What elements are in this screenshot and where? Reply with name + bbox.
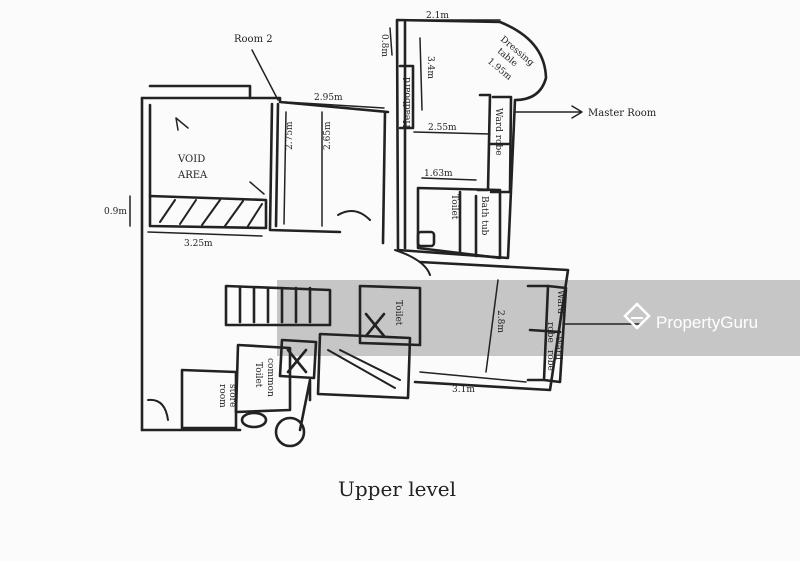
dim-2-8: 2.8m xyxy=(495,310,505,333)
dim-3-25: 3.25m xyxy=(184,239,213,249)
dim-3-1: 3.1m xyxy=(452,385,475,395)
wall-master-room xyxy=(395,18,548,260)
dim-2-55: 2.55m xyxy=(428,123,457,133)
watermark-text: PropertyGuru xyxy=(656,313,758,332)
dim-2-75: 2.75m xyxy=(285,121,295,150)
label-void-1: VOID xyxy=(177,154,205,165)
label-void-2: AREA xyxy=(177,170,208,181)
toilet-2 xyxy=(358,284,422,347)
caption-upper-level: Upper level xyxy=(338,477,456,501)
store-room xyxy=(180,368,238,430)
wall-room2-left xyxy=(268,102,342,234)
label-store-room-1: store xyxy=(227,384,237,407)
label-store-room-2: room xyxy=(217,384,227,408)
dim-0-9: 0.9m xyxy=(104,207,127,217)
master-bath xyxy=(416,186,502,260)
label-wardrobe-2-2: robe xyxy=(545,322,555,343)
watermark-logo-icon xyxy=(623,302,651,330)
dim-2-1: 2.1m xyxy=(426,11,449,21)
label-wardrobe-2-1: Ward xyxy=(555,290,565,314)
label-wardrobe-master: Ward robe xyxy=(493,108,503,156)
label-room-2: Room 2 xyxy=(234,34,273,45)
wall-room2-right xyxy=(381,110,387,245)
label-toilet-2: Toilet xyxy=(393,300,403,326)
label-common-toilet-2: Toilet xyxy=(253,362,263,388)
wall-top-left xyxy=(140,96,390,114)
wall-room3 xyxy=(413,260,570,392)
dim-2-95: 2.95m xyxy=(314,93,343,103)
label-headboard: Headboard xyxy=(403,77,413,128)
dim-3-4: 3.4m xyxy=(425,56,435,79)
label-bath-tub: Bath tub xyxy=(479,196,489,236)
label-wardrobe-2-3: Ward xyxy=(553,336,563,360)
label-common-toilet-1: common xyxy=(265,358,275,397)
label-toilet-master: Toilet xyxy=(449,194,459,220)
dim-1-63: 1.63m xyxy=(424,169,453,179)
dim-2-65: 2.65m xyxy=(323,121,333,150)
label-master-room: Master Room xyxy=(588,108,657,119)
dim-0-8: 0.8m xyxy=(379,34,389,57)
label-wardrobe-2-4: robe xyxy=(545,350,555,371)
